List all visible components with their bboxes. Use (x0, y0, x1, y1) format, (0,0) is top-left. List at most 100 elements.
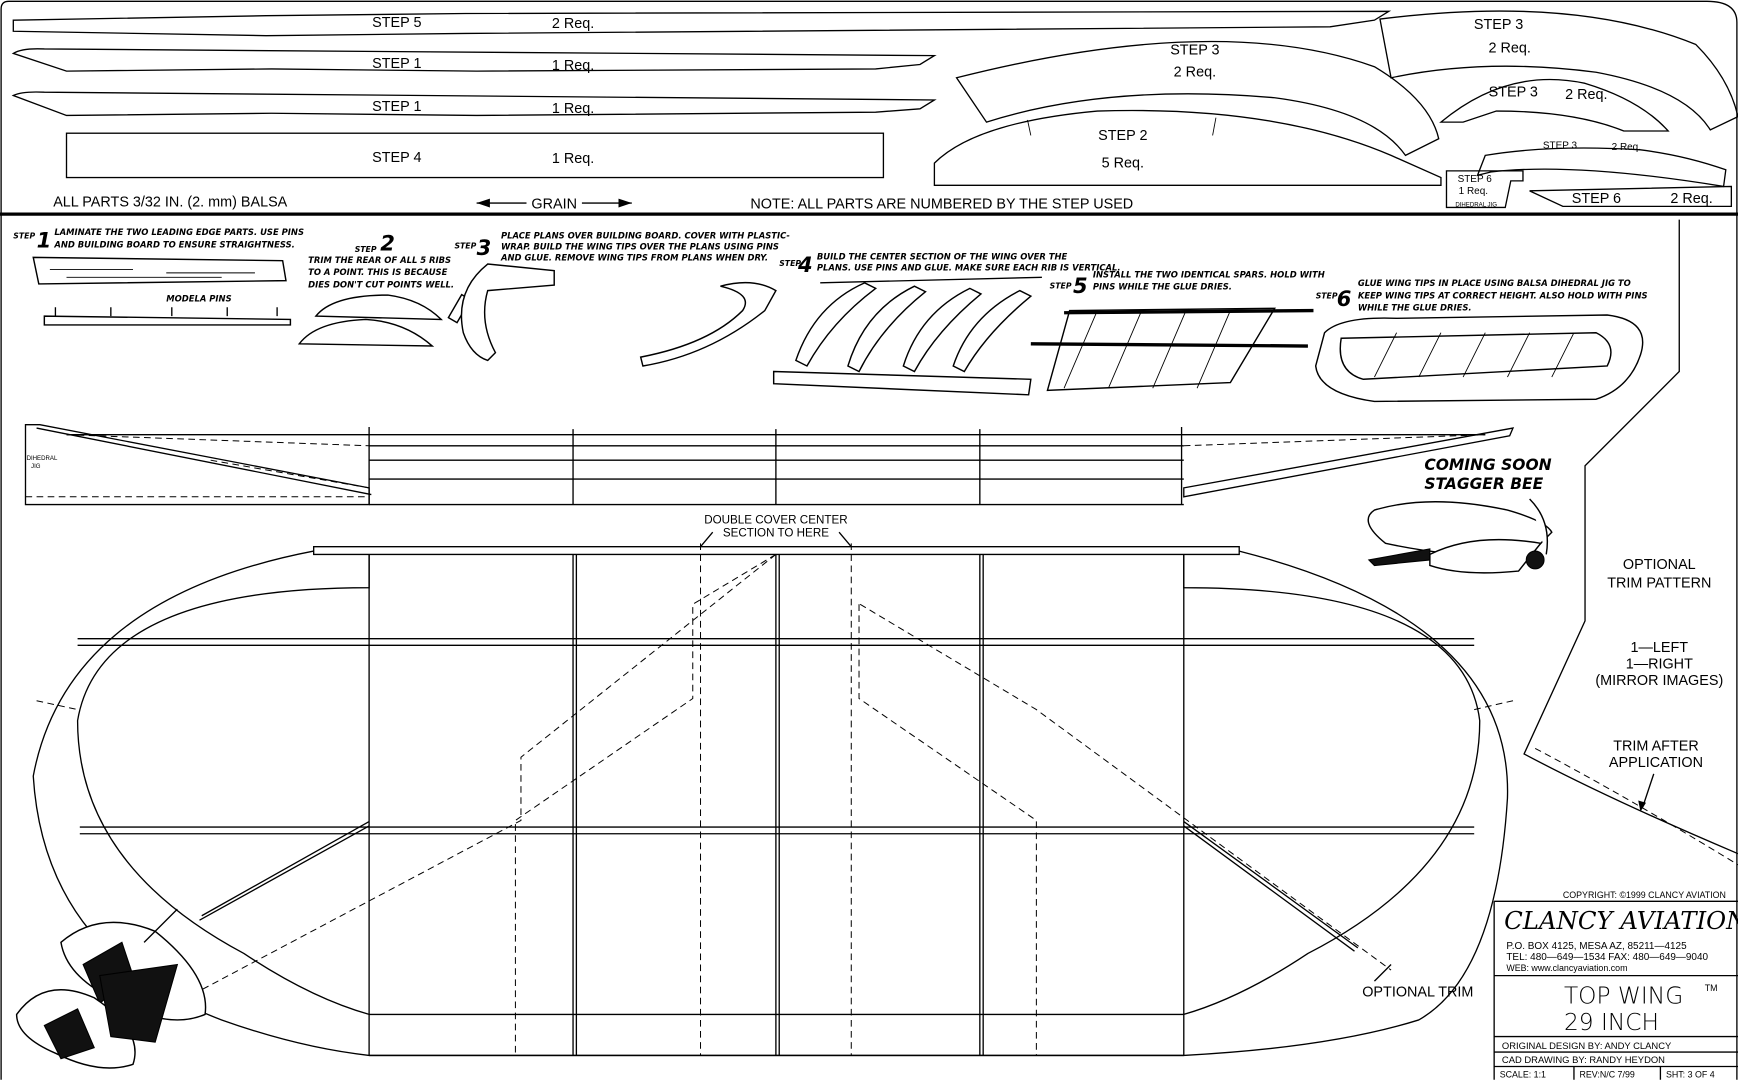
optional-trim-label: OPTIONAL TRIM (1362, 985, 1473, 1001)
text-label: STAGGER BEE (1424, 475, 1543, 493)
step-6: STEP 6 GLUE WING TIPS IN PLACE USING BAL… (1314, 278, 1648, 403)
trim-pattern: OPTIONAL TRIM PATTERN 1—LEFT 1—RIGHT (MI… (1523, 219, 1738, 866)
part-label: STEP 3 (1543, 141, 1578, 152)
part-qty: 2 Req. (552, 16, 594, 32)
parts-area: STEP 5 2 Req. STEP 1 1 Req. STEP 1 1 Req… (11, 10, 1738, 213)
text-label: PLANS. USE PINS AND GLUE. MAKE SURE EACH… (817, 263, 1121, 273)
stagger-bee-promo: COMING SOON STAGGER BEE (1367, 456, 1553, 574)
text-label: 2 (380, 231, 395, 256)
part-qty: 2 Req. (1670, 191, 1712, 207)
sheet-number: SHT: 3 OF 4 (1666, 1070, 1715, 1080)
scale: SCALE: 1:1 (1500, 1070, 1546, 1080)
text-label: STEP (779, 259, 801, 268)
text-label: GLUE WING TIPS IN PLACE USING BALSA DIHE… (1358, 278, 1631, 288)
part-step3-small (1476, 147, 1727, 188)
text-label: 3 (477, 235, 492, 260)
grain-label: GRAIN (531, 197, 577, 213)
copyright: COPYRIGHT: ©1999 CLANCY AVIATION (1563, 890, 1726, 900)
part-label: STEP 3 (1489, 85, 1538, 101)
part-step3-mid (1439, 78, 1670, 132)
dihedral-front-view: DIHEDRAL JIG (24, 424, 1515, 506)
trademark: TM (1705, 983, 1718, 993)
text-label: STEP (454, 241, 476, 250)
dihedral-jig-label: JIG (31, 463, 41, 470)
part-qty: 1 Req. (552, 151, 594, 167)
part-step3-large (955, 40, 1440, 157)
part-qty: 1 Req. (552, 101, 594, 117)
part-qty: 2 Req. (1565, 87, 1607, 103)
text-label: STEP (1316, 291, 1338, 300)
text-label: TO A POINT. THIS IS BECAUSE (308, 267, 447, 277)
grain-arrow (476, 198, 632, 208)
text-label: MODELA PINS (166, 294, 231, 304)
text-label: AND GLUE. REMOVE WING TIPS FROM PLANS WH… (500, 253, 768, 263)
step-4: STEP 4 BUILD THE CENTER SECTION OF THE W… (772, 252, 1121, 396)
dihedral-jig-label: DIHEDRAL (27, 455, 58, 462)
part-qty: 2 Req. (1612, 142, 1641, 153)
text-label: WHILE THE GLUE DRIES. (1358, 303, 1472, 313)
part-qty: 5 Req. (1102, 156, 1144, 172)
part-label: STEP 6 (1572, 191, 1621, 207)
part-name: DIHEDRAL JIG (1455, 201, 1497, 208)
part-step1-b (11, 91, 937, 117)
part-label: STEP 6 (1458, 174, 1493, 185)
wing-plan-view (32, 543, 1514, 1057)
text-label: 5 (1073, 273, 1088, 298)
double-cover-note: SECTION TO HERE (723, 527, 829, 540)
text-label: STEP (1050, 281, 1072, 290)
part-qty: 2 Req. (1174, 65, 1216, 81)
part-qty: 1 Req. (1459, 186, 1488, 197)
part-qty: 1 Req. (552, 58, 594, 74)
company-address: P.O. BOX 4125, MESA AZ, 85211—4125 (1506, 941, 1687, 952)
part-step2-rib (933, 109, 1442, 186)
text-label: TRIM PATTERN (1607, 576, 1711, 592)
part-qty: 2 Req. (1488, 40, 1530, 56)
part-label: STEP 2 (1098, 128, 1147, 144)
text-label: STEP (13, 232, 35, 241)
company-phone: TEL: 480—649—1534 FAX: 480—649—9040 (1506, 952, 1708, 963)
part-dihedral-jig (1445, 170, 1524, 209)
text-label: 6 (1337, 286, 1352, 311)
part-label: STEP 1 (372, 56, 421, 72)
text-label: STEP (355, 245, 377, 254)
double-cover-note: DOUBLE COVER CENTER (704, 513, 847, 526)
part-label: STEP 3 (1474, 17, 1523, 33)
text-label: TRIM THE REAR OF ALL 5 RIBS (308, 255, 451, 265)
part-label: STEP 1 (372, 99, 421, 115)
plan-size: 29 INCH (1564, 1009, 1659, 1036)
revision: REV:N/C 7/99 (1579, 1070, 1634, 1080)
part-step4 (65, 132, 885, 179)
text-label: 1 (37, 227, 52, 252)
part-label: STEP 4 (372, 150, 421, 166)
text-label: AND BUILDING BOARD TO ENSURE STRAIGHTNES… (53, 239, 295, 249)
part-step5 (12, 10, 1392, 37)
text-label: DIES DON'T CUT POINTS WELL. (308, 279, 454, 289)
biplane-illustration (15, 908, 207, 1069)
text-label: APPLICATION (1609, 755, 1703, 771)
text-label: PLACE PLANS OVER BUILDING BOARD. COVER W… (501, 231, 790, 241)
text-label: 1—RIGHT (1626, 657, 1693, 673)
title-block: COPYRIGHT: ©1999 CLANCY AVIATION CLANCY … (1493, 890, 1738, 1080)
text-label: (MIRROR IMAGES) (1595, 673, 1723, 689)
part-label: STEP 5 (372, 15, 421, 31)
text-label: KEEP WING TIPS AT CORRECT HEIGHT. ALSO H… (1358, 290, 1648, 300)
step-5: STEP 5 INSTALL THE TWO IDENTICAL SPARS. … (1030, 269, 1325, 392)
company-name: CLANCY AVIATION (1504, 906, 1738, 935)
text-label: WRAP. BUILD THE WING TIPS OVER THE PLANS… (501, 242, 779, 252)
company-web: WEB: www.clancyaviation.com (1506, 963, 1627, 973)
design-credit: ORIGINAL DESIGN BY: ANDY CLANCY (1502, 1040, 1672, 1051)
step-1: STEP 1 LAMINATE THE TWO LEADING EDGE PAR… (13, 227, 304, 326)
text-label: PINS WHILE THE GLUE DRIES. (1093, 281, 1232, 291)
numbering-note: NOTE: ALL PARTS ARE NUMBERED BY THE STEP… (750, 197, 1133, 213)
text-label: 4 (797, 252, 813, 277)
part-step3-top-right (1379, 10, 1738, 131)
step-2: STEP 2 TRIM THE REAR OF ALL 5 RIBS TO A … (297, 231, 472, 347)
part-step1-a (11, 48, 937, 72)
plan-title: TOP WING (1564, 982, 1683, 1009)
material-note: ALL PARTS 3/32 IN. (2. mm) BALSA (53, 194, 287, 210)
text-label: LAMINATE THE TWO LEADING EDGE PARTS. USE… (54, 227, 304, 237)
part-step6-wedge (1529, 185, 1733, 208)
cad-credit: CAD DRAWING BY: RANDY HEYDON (1502, 1054, 1665, 1065)
